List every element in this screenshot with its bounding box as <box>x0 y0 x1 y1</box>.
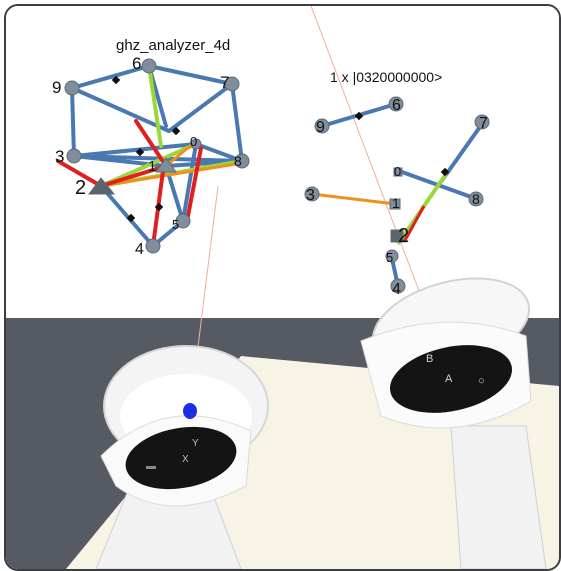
left-node-label: 7 <box>220 73 229 92</box>
right-controller[interactable]: B A ○ <box>360 263 547 569</box>
right-node-6[interactable] <box>388 96 404 112</box>
vr-viewport: ghz_analyzer_4d 9 6 7 3 1 0 8 2 5 4 1 x … <box>4 4 561 571</box>
left-node-4[interactable] <box>145 238 161 254</box>
left-node-8[interactable] <box>234 153 250 169</box>
left-node-label: 9 <box>52 78 61 97</box>
left-node-3[interactable] <box>66 148 82 164</box>
room-wall <box>6 6 559 318</box>
right-node-1[interactable] <box>389 198 401 210</box>
left-node-label: 0 <box>190 134 197 149</box>
right-edge <box>402 205 426 243</box>
left-node-5[interactable] <box>175 213 191 229</box>
right-node-label: 2 <box>398 225 409 247</box>
thumbstick-icon[interactable]: ○ <box>478 375 485 387</box>
menu-button[interactable] <box>146 466 156 469</box>
button-a[interactable]: A <box>445 373 453 385</box>
right-node-label: 7 <box>479 115 488 132</box>
button-x[interactable]: X <box>182 454 189 465</box>
right-node-label: 3 <box>306 187 315 204</box>
right-node-0[interactable] <box>393 167 403 177</box>
left-graph[interactable]: ghz_analyzer_4d 9 6 7 3 1 0 8 2 5 4 <box>52 37 250 258</box>
right-node-8[interactable] <box>468 191 484 207</box>
pointer-dot <box>183 403 197 419</box>
button-y[interactable]: Y <box>192 438 199 449</box>
right-edge <box>311 192 397 206</box>
right-node-label: 8 <box>472 191 480 207</box>
right-node-5[interactable] <box>385 249 399 263</box>
left-node-7[interactable] <box>224 76 240 92</box>
left-node-6[interactable] <box>141 58 157 74</box>
left-graph-title: ghz_analyzer_4d <box>116 37 230 54</box>
right-node-2[interactable] <box>390 229 404 243</box>
right-controller-grip <box>450 425 547 569</box>
right-graph[interactable]: 1 x |0320000000> <box>304 69 490 298</box>
right-controller-face <box>389 345 513 413</box>
right-node-label: 9 <box>316 119 325 136</box>
left-node-label: 4 <box>135 241 144 258</box>
button-b[interactable]: B <box>426 353 433 365</box>
left-node-label: 3 <box>55 147 64 166</box>
right-node-7[interactable] <box>474 114 490 130</box>
left-controller[interactable]: Y X <box>95 345 269 569</box>
left-node-label: 2 <box>75 177 86 199</box>
right-node-label: 6 <box>392 97 401 114</box>
left-node-2[interactable] <box>88 177 116 195</box>
left-node-9[interactable] <box>64 80 80 96</box>
right-graph-state: 1 x |0320000000> <box>330 69 442 85</box>
left-controller-face <box>125 426 237 490</box>
left-node-label: 6 <box>132 54 141 73</box>
left-node-label: 8 <box>234 153 242 169</box>
right-laser-beam <box>310 6 422 297</box>
right-node-9[interactable] <box>314 118 330 134</box>
right-node-label: 0 <box>394 164 401 179</box>
left-node-0[interactable] <box>190 138 202 150</box>
right-node-label: 1 <box>392 195 400 211</box>
left-node-1[interactable] <box>155 157 177 173</box>
left-node-label: 5 <box>172 217 179 232</box>
right-node-4[interactable] <box>390 278 406 294</box>
right-node-3[interactable] <box>304 186 320 202</box>
left-node-label: 1 <box>148 158 156 175</box>
scene-canvas: ghz_analyzer_4d 9 6 7 3 1 0 8 2 5 4 1 x … <box>52 6 559 569</box>
right-node-label: 4 <box>392 281 401 298</box>
right-node-label: 5 <box>386 250 393 265</box>
